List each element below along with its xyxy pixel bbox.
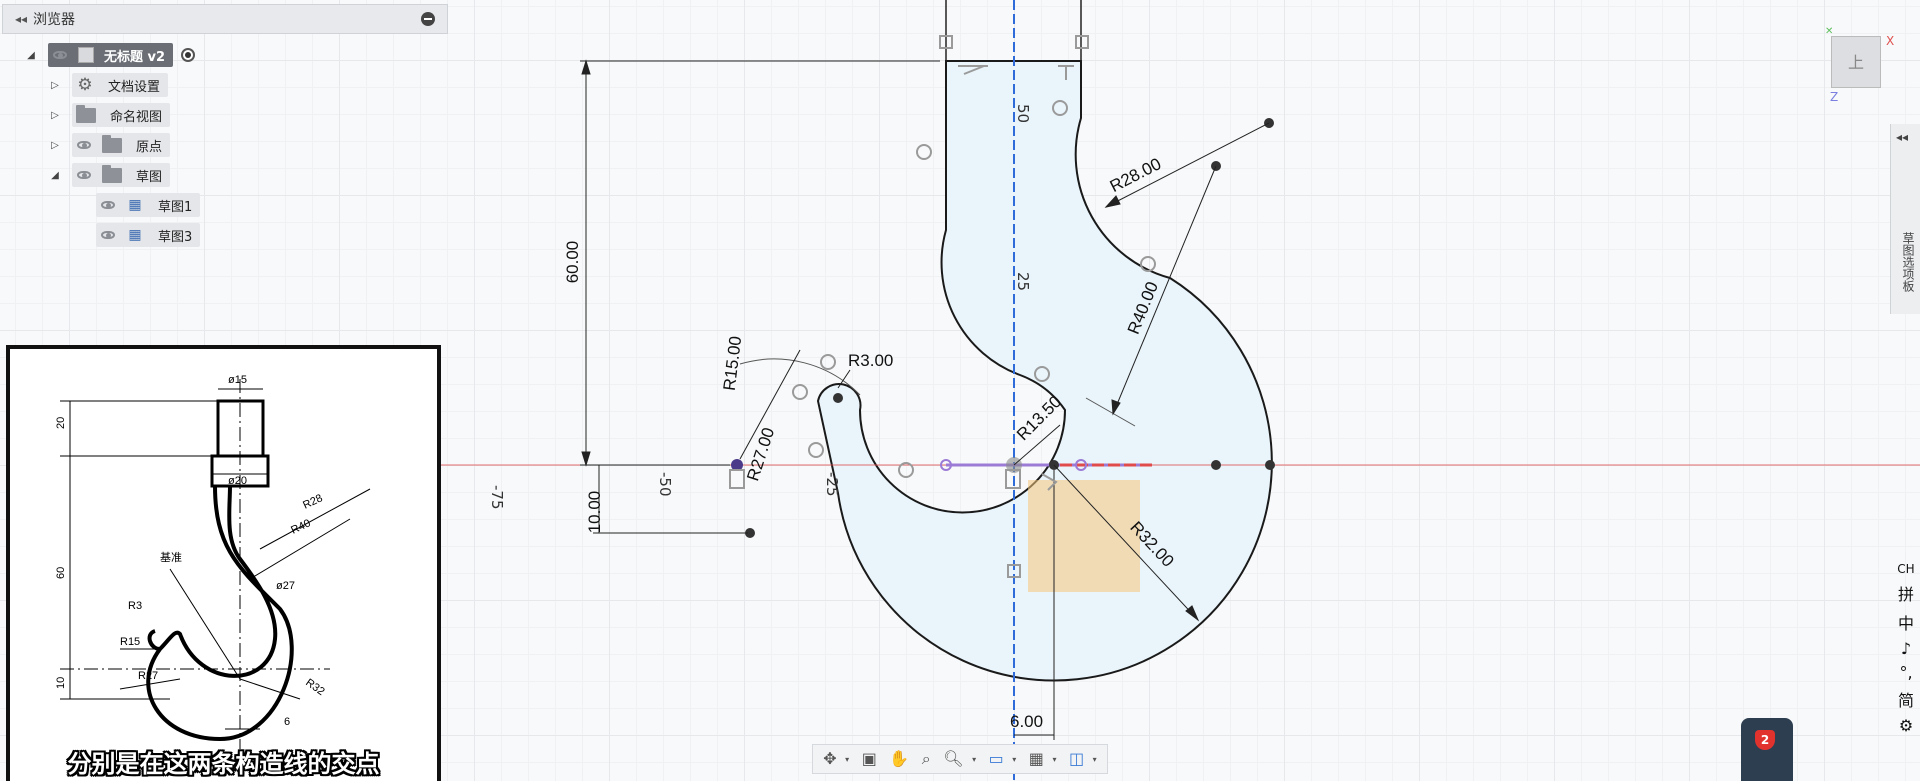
ime-simplified[interactable]: 简 <box>1897 691 1914 710</box>
browser-panel: ◂◂ 浏览器 ◢ 无标题 v2 ▷ ⚙ 文档设置 ▷ 命名视图 ▷ 原点 ◢ 草… <box>0 0 448 250</box>
view-cube[interactable]: 上 <box>1831 36 1881 88</box>
tree-document[interactable]: ◢ 无标题 v2 <box>24 42 196 68</box>
ref-r32: R32 <box>303 677 326 698</box>
look-at-icon[interactable]: ▣ <box>861 749 877 768</box>
tree-item-label: 草图1 <box>158 199 193 215</box>
ime-moon-icon[interactable]: ♪ <box>1900 639 1912 658</box>
ime-punct[interactable]: °, <box>1899 663 1913 682</box>
dim-r27[interactable]: R27.00 <box>743 425 778 483</box>
pan-hand-icon[interactable]: ✋ <box>889 749 910 768</box>
tree-item-sketch1[interactable]: ▦ 草图1 <box>96 192 201 218</box>
sketch-icon: ▦ <box>128 197 142 213</box>
eye-icon[interactable] <box>76 169 94 181</box>
minus-circle-icon[interactable] <box>421 12 435 26</box>
grid-icon[interactable]: ▦ <box>1028 749 1044 768</box>
ref-phi15: ø15 <box>228 374 247 386</box>
tree-item-label: 原点 <box>136 139 163 155</box>
eye-icon[interactable] <box>52 49 70 61</box>
expand-triangle-icon[interactable]: ▷ <box>51 79 59 91</box>
expand-triangle-icon[interactable]: ▷ <box>51 109 59 121</box>
ref-r27: R27 <box>138 670 158 682</box>
ref-d6: 6 <box>284 716 290 728</box>
document-label: 无标题 v2 <box>104 49 166 65</box>
expand-triangle-icon[interactable]: ▷ <box>51 139 59 151</box>
dim-r13[interactable]: R13.50 <box>1013 392 1065 444</box>
selection-box <box>1028 480 1140 592</box>
collapse-triangle-icon[interactable]: ◢ <box>27 49 35 61</box>
ref-r40: R40 <box>289 517 312 536</box>
ref-r15: R15 <box>120 636 140 648</box>
folder-icon <box>76 104 96 123</box>
grid-label-m25: -25 <box>823 472 841 497</box>
eye-icon[interactable] <box>100 199 118 211</box>
tree-item-label: 文档设置 <box>108 79 161 95</box>
dim-60[interactable]: 60.00 <box>563 241 582 284</box>
tree-item-sketches[interactable]: ◢ 草图 <box>48 162 171 188</box>
dim-6[interactable]: 6.00 <box>1010 712 1043 731</box>
grid-label-p50: 50 <box>1014 104 1032 123</box>
dim-10[interactable]: 10.00 <box>585 491 604 534</box>
browser-header: ◂◂ 浏览器 <box>2 4 448 34</box>
orbit-icon[interactable]: ✥ <box>823 749 837 768</box>
dim-r28[interactable]: R28.00 <box>1107 154 1164 196</box>
y-axis-icon: ✕ <box>1825 26 1834 37</box>
sketch-icon: ▦ <box>128 227 142 243</box>
ref-base: 基准 <box>160 551 182 564</box>
tree-item-origin[interactable]: ▷ 原点 <box>48 132 171 158</box>
collapse-arrows-icon[interactable]: ◂◂ <box>14 12 28 26</box>
collapse-triangle-icon[interactable]: ◢ <box>51 169 59 181</box>
grid-label-m50: -50 <box>656 472 674 497</box>
ref-phi20: ø20 <box>228 475 247 487</box>
sketch-palette-tab[interactable] <box>1890 124 1920 314</box>
ref-d60: 60 <box>55 567 67 579</box>
tree-item-sketch3[interactable]: ▦ 草图3 <box>96 222 201 248</box>
ref-r3: R3 <box>128 600 142 612</box>
notification-badge[interactable]: 2 <box>1755 730 1775 750</box>
grid-label-m75: -75 <box>488 485 506 510</box>
document-icon <box>78 47 94 63</box>
video-subtitle: 分别是在这两条构造线的交点 <box>67 750 380 778</box>
hook-profile[interactable] <box>816 60 1273 682</box>
ref-d10: 10 <box>55 677 67 689</box>
sketch-palette-label: 草图选项板 <box>1901 232 1915 292</box>
viewports-icon[interactable]: ◫ <box>1068 749 1085 768</box>
tree-item-label: 命名视图 <box>110 109 163 125</box>
tree-item-label: 草图3 <box>158 229 193 245</box>
folder-icon <box>102 134 122 153</box>
z-axis-label: Z <box>1830 90 1839 104</box>
dim-r3[interactable]: R3.00 <box>848 351 893 370</box>
grid-label-p25: 25 <box>1014 272 1032 291</box>
ime-pinyin[interactable]: 拼 <box>1897 585 1914 604</box>
constraint-glyphs[interactable] <box>729 35 1156 578</box>
eye-icon[interactable] <box>76 139 94 151</box>
eye-icon[interactable] <box>100 229 118 241</box>
ime-chinese[interactable]: 中 <box>1897 614 1914 633</box>
folder-icon <box>102 164 122 183</box>
dim-r15[interactable]: R15.00 <box>720 335 746 392</box>
x-axis-label: X <box>1886 34 1895 48</box>
tree-item-label: 草图 <box>136 169 163 185</box>
ref-r28: R28 <box>301 492 324 511</box>
ime-settings-icon[interactable]: ⚙ <box>1898 716 1914 735</box>
navigation-toolbar: ✥▾ ▣ ✋ ⌕ 🔍︎▾ ▭▾ ▦▾ ◫▾ <box>812 744 1108 774</box>
gear-icon: ⚙ <box>77 75 93 95</box>
zoom-icon[interactable]: ⌕ <box>921 749 931 768</box>
ime-lang[interactable]: CH <box>1897 562 1915 576</box>
browser-title: 浏览器 <box>33 12 75 28</box>
tree-item-named-views[interactable]: ▷ 命名视图 <box>48 102 171 128</box>
active-radio-icon[interactable] <box>181 48 196 62</box>
ref-d20: 20 <box>55 417 67 429</box>
ime-toolbar: CH 拼 中 ♪ °, 简 ⚙ <box>1893 562 1919 735</box>
ref-phi27: ø27 <box>276 580 295 592</box>
display-settings-icon[interactable]: ▭ <box>988 749 1004 768</box>
zoom-window-icon[interactable]: 🔍︎ <box>943 749 964 768</box>
tree-item-document-settings[interactable]: ▷ ⚙ 文档设置 <box>48 72 169 98</box>
expand-arrows-icon[interactable]: ◂◂ <box>1896 130 1909 144</box>
reference-image: ø15 ø20 ø27 R28 R40 R3 R15 R27 R32 20 60… <box>6 345 441 781</box>
